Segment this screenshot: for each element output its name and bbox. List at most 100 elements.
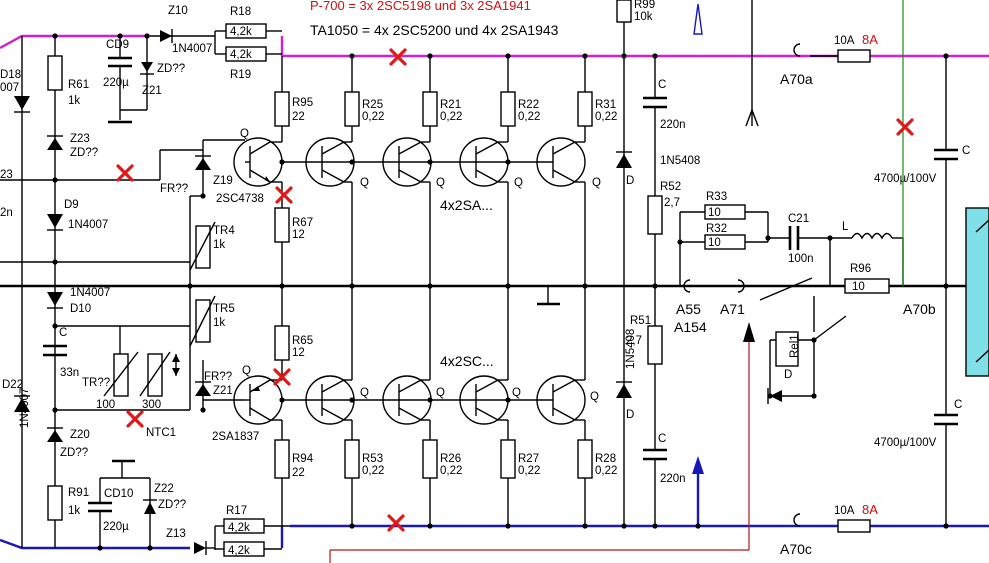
svg-text:2,7: 2,7 [664,197,680,209]
svg-text:1k: 1k [68,95,80,107]
svg-text:R33: R33 [706,191,727,203]
svg-text:R18: R18 [230,6,251,18]
svg-text:CD10: CD10 [104,488,133,500]
svg-text:220n: 220n [660,473,686,485]
capacitor-cd10: CD10 220µ Z22 ZD?? [88,459,186,548]
svg-text:D18: D18 [0,69,21,81]
svg-text:23: 23 [0,169,13,181]
svg-text:Z21: Z21 [213,385,233,397]
svg-text:1N4007: 1N4007 [19,388,31,428]
svg-text:0,22: 0,22 [518,465,540,477]
svg-text:ZD??: ZD?? [157,63,185,75]
svg-text:D10: D10 [70,303,91,315]
svg-text:A70a: A70a [780,71,813,87]
svg-text:Q: Q [360,177,369,189]
svg-text:4,2k: 4,2k [228,545,250,557]
svg-text:10: 10 [708,237,721,249]
svg-text:CD9: CD9 [106,39,129,51]
svg-text:A55: A55 [676,301,701,317]
svg-text:10k: 10k [634,11,653,23]
svg-text:4700µ/100V: 4700µ/100V [874,173,937,185]
svg-text:10A: 10A [834,505,855,517]
svg-text:Q: Q [242,365,251,377]
svg-text:R31: R31 [595,99,616,111]
svg-text:R21: R21 [440,99,461,111]
fuse-bottom: 10A 8A A70c [780,502,878,557]
protection-network: R99 10k D C 220n 1N5408 R52 2,7 R51 2,7 … [616,0,700,526]
svg-text:R52: R52 [660,181,681,193]
svg-text:4x2SA...: 4x2SA... [440,197,493,213]
svg-text:R99: R99 [634,0,655,11]
svg-text:R95: R95 [292,97,313,109]
resistor-r95: R95 22 [274,56,313,142]
svg-text:Q: Q [592,177,601,189]
svg-text:2SA1837: 2SA1837 [212,431,259,443]
header-line-2: TA1050 = 4x 2SC5200 und 4x 2SA1943 [310,22,559,38]
svg-text:0,22: 0,22 [518,111,540,123]
svg-text:0,22: 0,22 [440,465,462,477]
svg-text:ZD??: ZD?? [158,499,186,511]
svg-text:R27: R27 [518,453,539,465]
svg-text:ZD??: ZD?? [60,447,88,459]
svg-text:D22: D22 [2,379,23,391]
svg-text:D: D [626,175,634,187]
driver-transistor-top: Q 2SC4738 [216,128,283,205]
svg-text:L: L [842,221,849,233]
svg-text:Z10: Z10 [168,5,188,17]
zener-z10: Z10 1N4007 [150,5,215,55]
driver-transistor-bottom: Q 2SA1837 [212,365,283,443]
svg-text:2SC4738: 2SC4738 [216,193,264,205]
svg-text:R53: R53 [362,453,383,465]
svg-text:C: C [658,433,666,445]
svg-text:R61: R61 [68,79,89,91]
svg-text:1k: 1k [68,505,80,517]
capacitor-big-bottom: C 4700µ/100V [874,286,962,526]
svg-text:C: C [59,327,67,339]
svg-text:NTC1: NTC1 [146,427,176,439]
zener-z13: Z13 [166,526,216,555]
svg-text:Q: Q [360,387,369,399]
svg-text:12: 12 [292,229,305,241]
svg-text:0,22: 0,22 [362,465,384,477]
svg-text:8A: 8A [862,502,878,517]
svg-text:D9: D9 [64,199,79,211]
svg-text:C: C [658,79,666,91]
svg-text:Z19: Z19 [213,175,233,187]
svg-text:TR??: TR?? [82,377,110,389]
svg-text:R19: R19 [230,69,251,81]
svg-text:R25: R25 [362,99,383,111]
svg-text:Z13: Z13 [166,528,186,540]
svg-text:TR4: TR4 [213,225,235,237]
svg-text:33n: 33n [60,367,79,379]
svg-text:R22: R22 [518,99,539,111]
svg-text:A70c: A70c [780,541,812,557]
svg-text:Z23: Z23 [70,133,90,145]
svg-text:Z20: Z20 [70,429,90,441]
svg-text:1k: 1k [213,317,225,329]
svg-text:8A: 8A [862,32,878,47]
svg-text:Q: Q [590,391,599,403]
junctions [52,33,949,551]
svg-text:10: 10 [708,207,721,219]
svg-text:2n: 2n [0,207,13,219]
svg-text:1N4007: 1N4007 [172,43,212,55]
svg-text:Q: Q [436,177,445,189]
svg-text:1N5408: 1N5408 [660,155,700,167]
resistor-r65: R65 12 [274,286,313,380]
resistor-r18: R18 4,2k [215,6,282,39]
svg-text:4,2k: 4,2k [228,522,250,534]
svg-text:Q: Q [436,387,445,399]
cross-marks [116,48,914,532]
svg-text:0,22: 0,22 [595,111,617,123]
resistor-r17: R17 4,2k 4,2k [215,505,290,557]
svg-text:4700µ/100V: 4700µ/100V [874,437,937,449]
svg-text:R94: R94 [292,453,314,465]
svg-text:FR??: FR?? [204,371,232,383]
svg-text:Q: Q [240,128,249,140]
resistor-r19: 4,2k R19 [215,46,282,81]
svg-text:4,2k: 4,2k [230,49,252,61]
fuse-top: 10A 8A A70a [780,32,878,87]
svg-text:4x2SC...: 4x2SC... [440,353,494,369]
svg-text:D: D [784,369,792,381]
